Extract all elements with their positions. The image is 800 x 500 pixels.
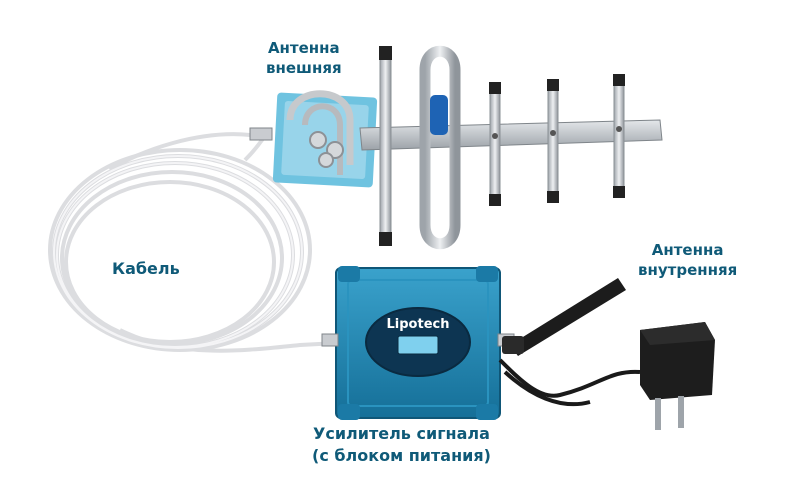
external-antenna-label: Антенна внешняя xyxy=(266,38,342,79)
internal-antenna-label-line2: внутренняя xyxy=(638,261,738,280)
internal-antenna xyxy=(502,278,626,356)
external-antenna xyxy=(249,45,663,250)
cable-label: Кабель xyxy=(112,258,180,280)
amplifier-label-line2: (с блоком питания) xyxy=(312,445,491,465)
amplifier-label-line1: Усилитель сигнала xyxy=(313,424,490,443)
brand-label: Lipotech xyxy=(387,317,450,332)
internal-antenna-label: Антенна внутренняя xyxy=(638,240,737,281)
internal-antenna-label-line1: Антенна xyxy=(651,241,724,259)
amplifier-label: Усилитель сигнала (с блоком питания) xyxy=(312,423,491,466)
power-adapter xyxy=(498,322,715,430)
signal-amplifier: Lipotech xyxy=(321,266,515,420)
cable-label-text: Кабель xyxy=(112,259,180,278)
external-antenna-label-line1: Антенна xyxy=(267,39,340,57)
external-antenna-label-line2: внешняя xyxy=(266,59,342,78)
